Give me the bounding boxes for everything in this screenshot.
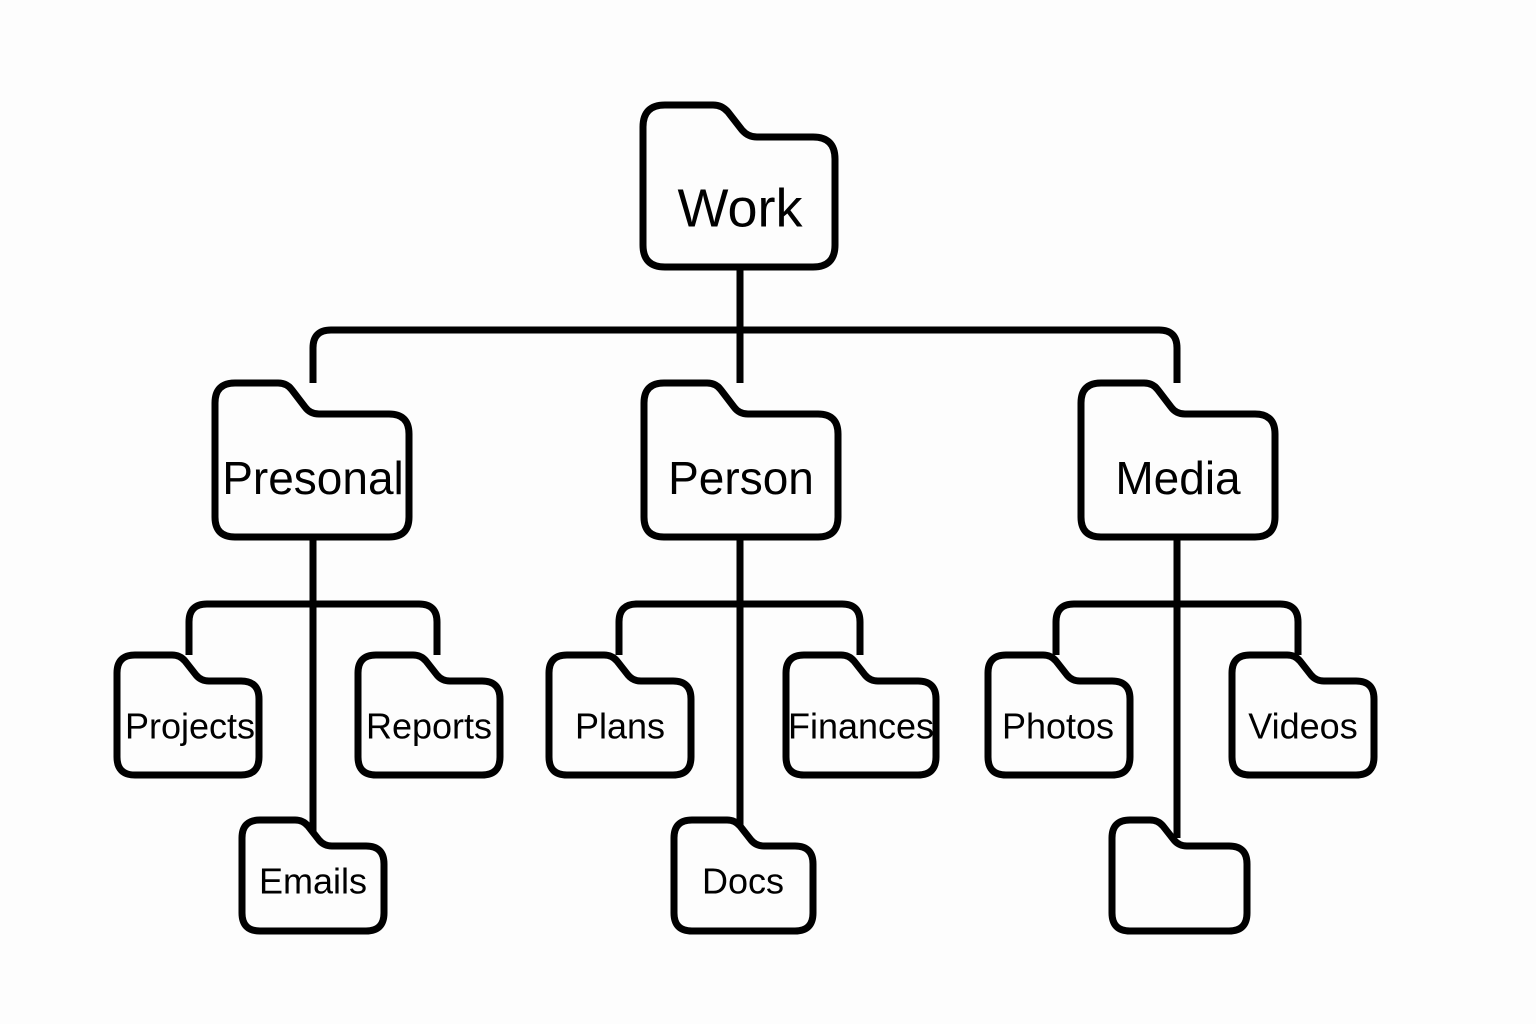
folder-node-projects[interactable]: Projects [113, 651, 263, 779]
folder-label-work: Work [677, 178, 803, 238]
folder-node-emails[interactable]: Emails [238, 816, 388, 935]
folder-node-finances[interactable]: Finances [782, 651, 940, 779]
connector-person-bus [615, 600, 864, 655]
folder-label-videos: Videos [1248, 706, 1357, 747]
folder-label-plans: Plans [575, 706, 665, 747]
folder-icon-plans [545, 651, 695, 779]
folder-node-person[interactable]: Person [640, 379, 842, 541]
folder-node-docs[interactable]: Docs [670, 816, 817, 935]
folder-label-photos: Photos [1002, 706, 1114, 747]
folder-icon-work [639, 101, 839, 271]
folder-label-emails: Emails [259, 861, 367, 902]
folder-icon-videos [1228, 651, 1378, 779]
folder-label-person: Person [668, 452, 814, 504]
folder-label-docs: Docs [702, 861, 784, 902]
folder-node-photos[interactable]: Photos [984, 651, 1134, 779]
folder-icon-docs [670, 816, 817, 935]
folder-icon-reports [354, 651, 504, 779]
folder-node-media-untitled[interactable] [1108, 816, 1251, 935]
folder-node-plans[interactable]: Plans [545, 651, 695, 779]
folder-node-reports[interactable]: Reports [354, 651, 504, 779]
connector-layer [185, 267, 1302, 838]
folder-node-presonal[interactable]: Presonal [211, 379, 413, 541]
folder-icon-person [640, 379, 842, 541]
folder-icon-media-untitled [1108, 816, 1251, 935]
folder-label-projects: Projects [125, 706, 255, 747]
folder-icon-finances [782, 651, 940, 779]
folder-icon-media [1077, 379, 1279, 541]
connector-presonal-bus [185, 600, 441, 655]
folder-node-videos[interactable]: Videos [1228, 651, 1378, 779]
connector-work-to-children [309, 326, 1181, 383]
folder-label-finances: Finances [788, 706, 934, 747]
connector-media-bus [1052, 600, 1302, 655]
folder-label-reports: Reports [366, 706, 492, 747]
folder-node-media[interactable]: Media [1077, 379, 1279, 541]
folder-icon-photos [984, 651, 1134, 779]
folder-node-work[interactable]: Work [639, 101, 839, 271]
folder-label-presonal: Presonal [222, 452, 404, 504]
folder-icon-projects [113, 651, 263, 779]
folder-icon-presonal [211, 379, 413, 541]
folder-label-media: Media [1115, 452, 1241, 504]
folder-icon-emails [238, 816, 388, 935]
